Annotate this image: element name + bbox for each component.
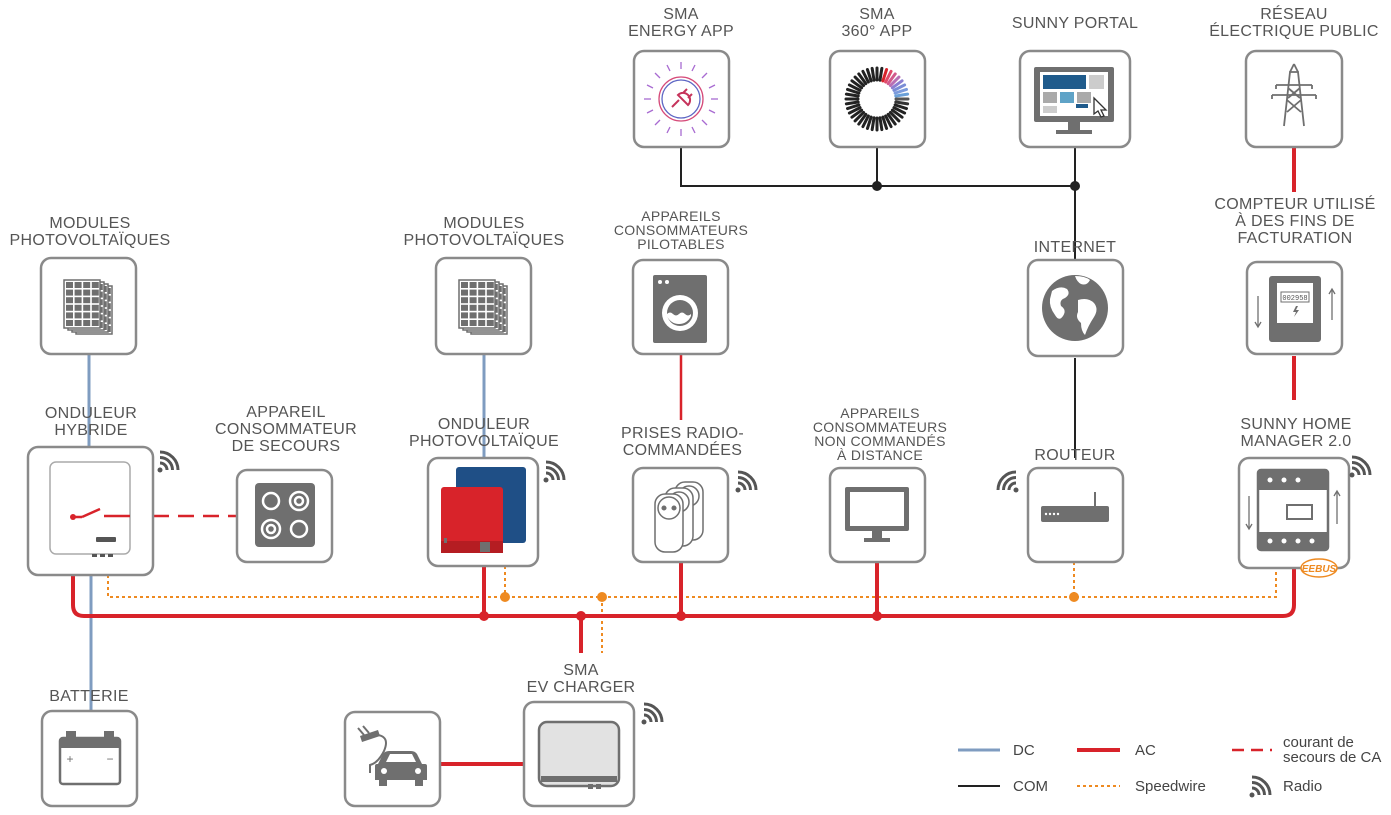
app360-box (828, 49, 927, 149)
speedwire-junction (500, 592, 510, 602)
sun-plug-icon (644, 62, 718, 136)
prises-box (631, 466, 730, 564)
modules2-box (434, 256, 533, 356)
car-plug-icon (357, 725, 427, 786)
portal-box (1018, 49, 1132, 149)
meter-readout: 002958 (1282, 295, 1307, 303)
monitor-icon (1034, 67, 1114, 134)
svg-text:+: + (66, 752, 73, 766)
ev-car-box (343, 710, 442, 808)
legend-radio-label: Radio (1283, 778, 1323, 795)
plug-sockets-icon (654, 481, 704, 553)
compteur-box: 002958 (1245, 260, 1344, 356)
charger-device-icon (537, 720, 621, 789)
radio-icon (996, 470, 1019, 493)
meter-device-icon (1245, 468, 1341, 552)
radio-icon (641, 702, 664, 725)
radio-icon (1249, 775, 1272, 798)
legend-dc-label: DC (1013, 742, 1035, 759)
radio-symbols (157, 450, 1372, 725)
label-routeur: ROUTEUR (1034, 447, 1116, 464)
legend-radio-icon (1249, 775, 1272, 798)
ring-icon (844, 66, 910, 132)
legend (958, 748, 1272, 798)
secours-box (235, 468, 334, 564)
com-junction (872, 181, 882, 191)
legend-com-label: COM (1013, 778, 1048, 795)
non-commandes-box (828, 466, 927, 564)
routeur-box (1026, 466, 1125, 564)
pv-modules-icon (458, 279, 508, 335)
ac-junction (576, 611, 586, 621)
meter-icon (1254, 276, 1336, 342)
internet-box (1026, 258, 1125, 358)
home-manager-box: EEBUS (1237, 456, 1351, 578)
pylon-icon (1271, 63, 1317, 127)
hybride-box (26, 445, 155, 577)
inverter-icon (441, 467, 526, 553)
pilotables-box (631, 258, 730, 356)
speedwire-junction (597, 592, 607, 602)
label-sunny-portal: SUNNY PORTAL (1011, 15, 1139, 32)
ac-junction (676, 611, 686, 621)
router-icon (1041, 492, 1109, 522)
reseau-box (1244, 49, 1344, 149)
radio-icon (1349, 455, 1372, 478)
energy-app-box (632, 49, 731, 149)
label-prises: PRISES RADIO-COMMANDÉES (620, 425, 745, 459)
dc-lines (87, 355, 486, 710)
cooktop-icon (255, 483, 315, 547)
label-internet: INTERNET (1033, 239, 1117, 256)
speedwire-lines (107, 562, 1277, 653)
radio-icon (735, 470, 758, 493)
eebus-badge: EEBUS (1300, 558, 1338, 578)
com-junction (1070, 181, 1080, 191)
svg-text:−: − (106, 752, 113, 766)
legend-ac-label: AC (1135, 742, 1156, 759)
svg-text:EEBUS: EEBUS (1302, 564, 1337, 575)
label-batterie: BATTERIE (49, 688, 129, 705)
ev-charger-box (522, 700, 636, 808)
batterie-box: + − (40, 709, 139, 808)
speedwire-junction (1069, 592, 1079, 602)
modules1-box (39, 256, 138, 356)
onduleur-pv-box (426, 456, 540, 568)
pv-modules-icon (63, 279, 113, 335)
globe-icon (1042, 275, 1108, 341)
battery-icon: + − (58, 731, 122, 786)
ac-junction (872, 611, 882, 621)
radio-icon (543, 460, 566, 483)
washing-machine-icon (653, 275, 707, 343)
radio-icon (157, 450, 180, 473)
legend-speedwire-label: Speedwire (1135, 778, 1206, 795)
ac-junction (479, 611, 489, 621)
tv-icon (845, 487, 909, 542)
